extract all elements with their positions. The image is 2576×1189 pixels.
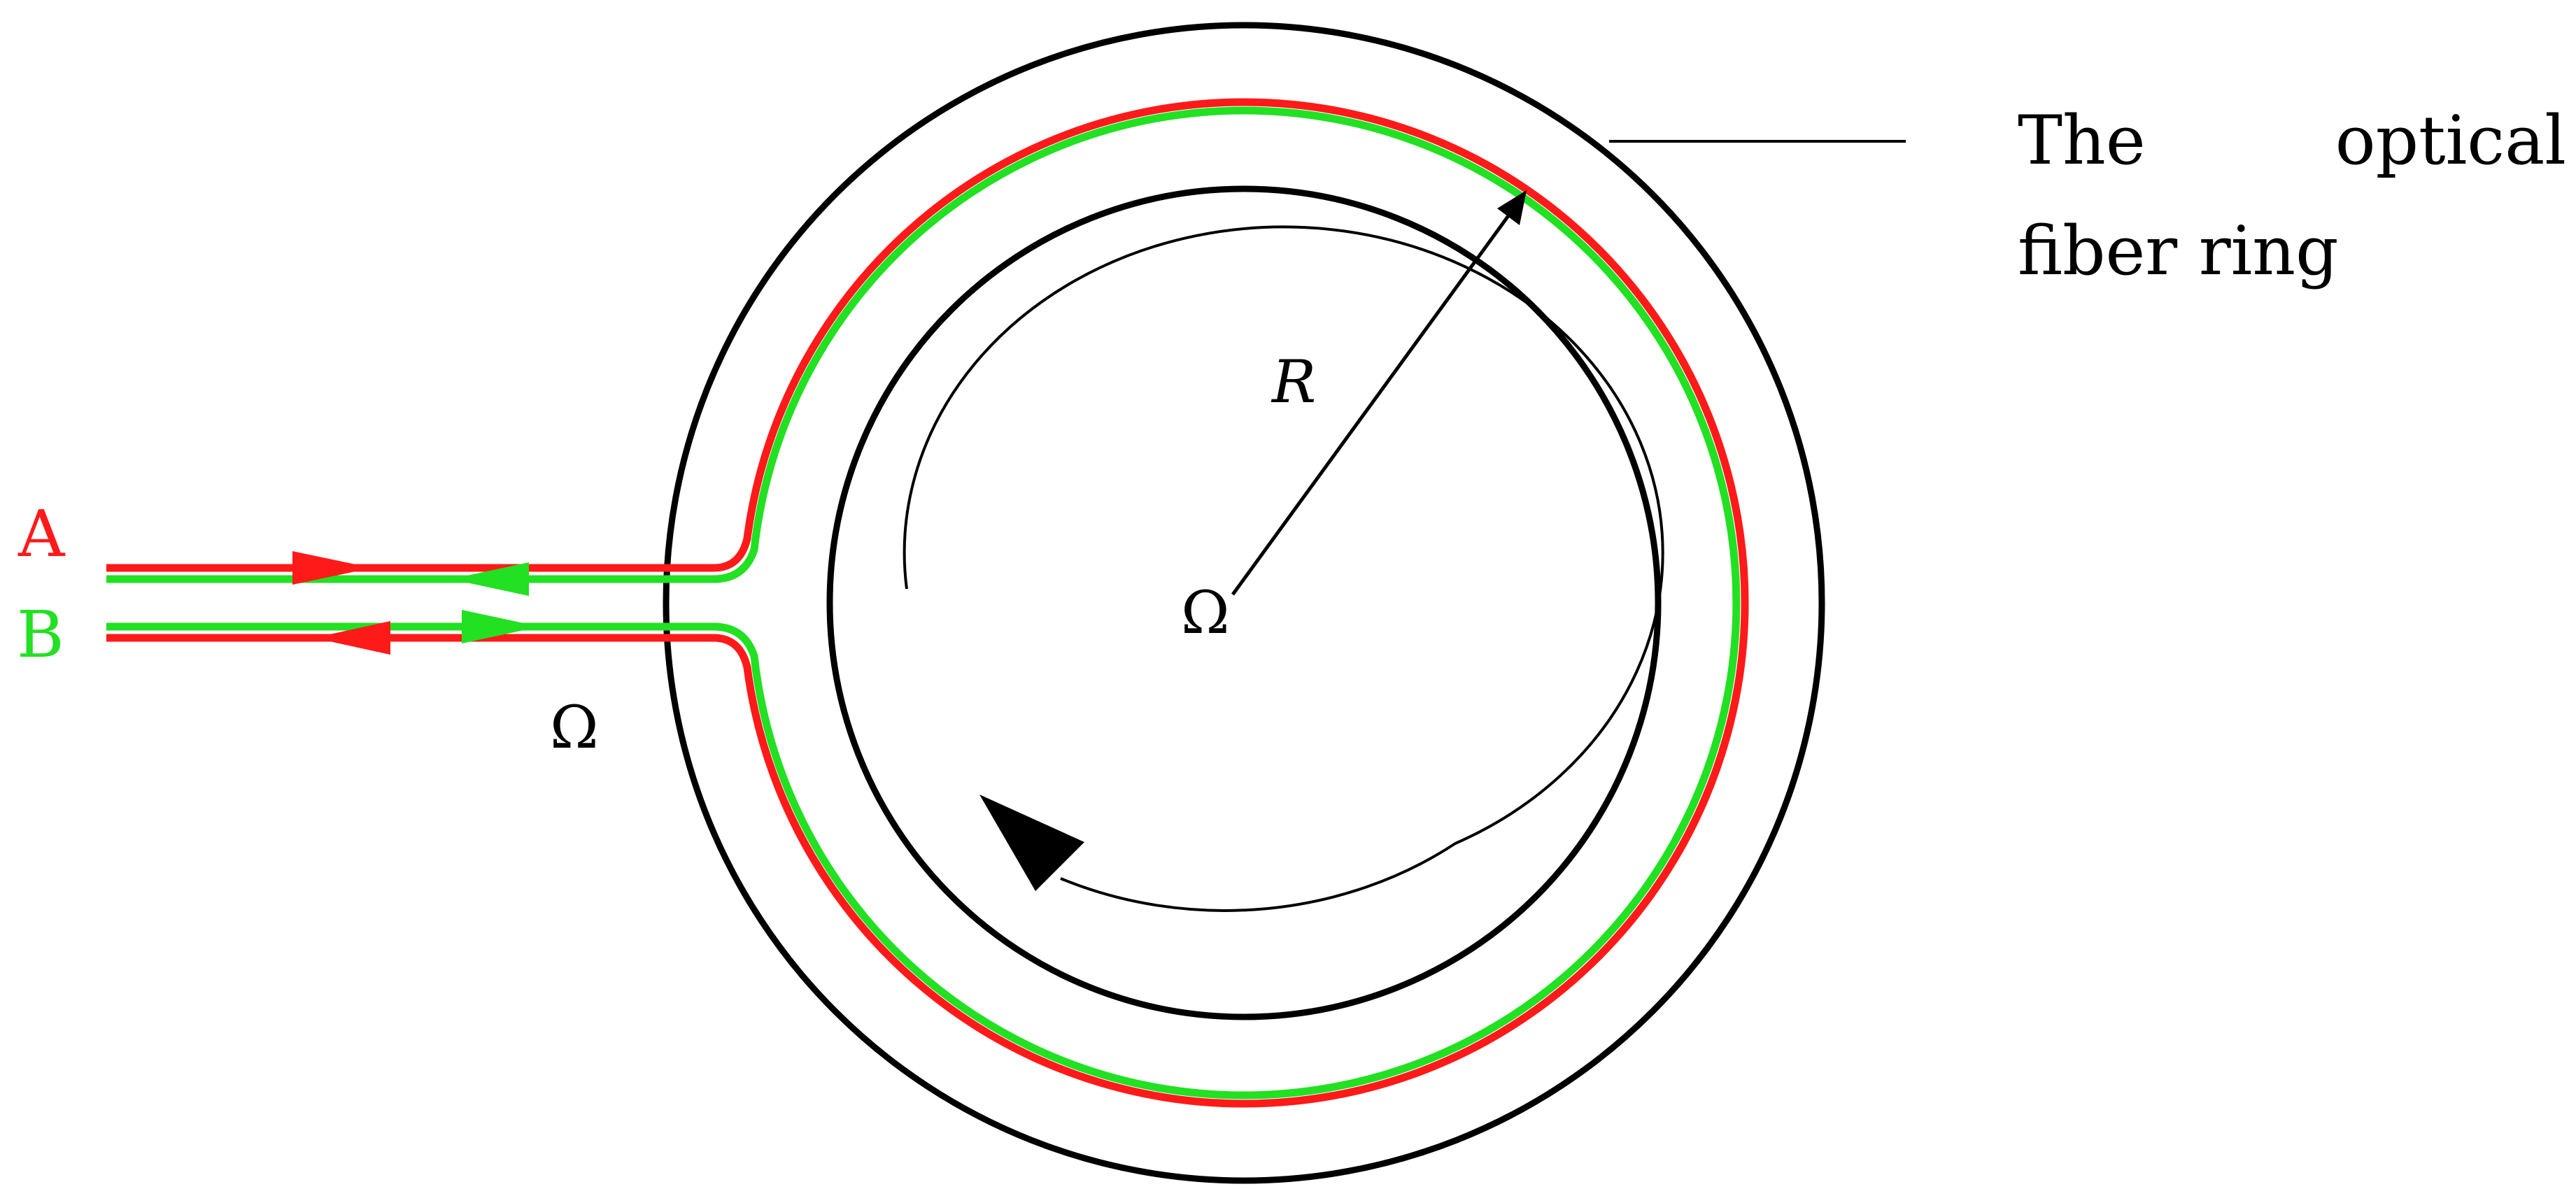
- radius-arrow: [1231, 203, 1519, 596]
- beam-b-fiber-path: [106, 106, 1741, 1099]
- beam-a-fiber-path: [106, 98, 1749, 1108]
- radius-label: R: [1272, 348, 1317, 416]
- beam-b-label: B: [17, 597, 64, 672]
- counterclockwise-rotation-arrow-icon: [979, 795, 1084, 891]
- omega-left-label: Ω: [550, 693, 599, 762]
- omega-center-label: Ω: [1181, 578, 1230, 647]
- beam-a-label: A: [18, 497, 65, 571]
- inner-boundary-ring: [826, 185, 1662, 1020]
- rotation-arc-lower: [1060, 842, 1457, 912]
- arrowhead-right-green-icon: [462, 610, 540, 643]
- outer-boundary-ring: [663, 22, 1825, 1184]
- rotation-arc: [903, 225, 1664, 845]
- arrowhead-left-green-icon: [451, 562, 529, 596]
- arrowhead-right-red-icon: [292, 551, 372, 585]
- ring-callout-text: The optical fiber ring: [2018, 101, 2566, 290]
- arrowhead-left-red-icon: [313, 621, 390, 655]
- arrow-up-right-icon: [1497, 190, 1527, 225]
